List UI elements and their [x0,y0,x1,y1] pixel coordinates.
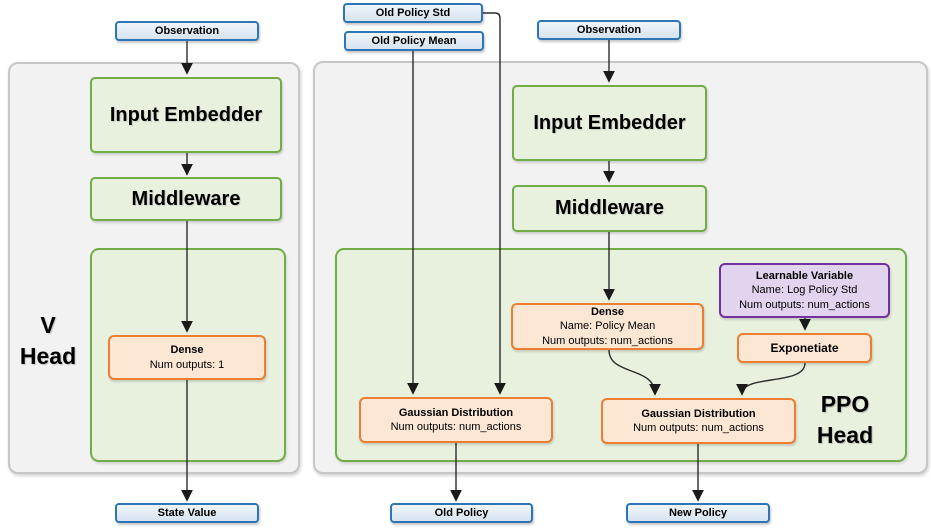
observation-input-ppo: Observation [537,20,681,40]
dense-policy-mean: Dense Name: Policy Mean Num outputs: num… [511,303,704,350]
gaussian-new-outputs: Num outputs: num_actions [633,422,764,434]
observation-label: Observation [154,25,220,37]
learnable-variable: Learnable Variable Name: Log Policy Std … [719,263,890,318]
state-value-output: State Value [115,503,259,523]
learnable-variable-outputs: Num outputs: num_actions [739,298,870,311]
old-policy-mean-input: Old Policy Mean [344,31,484,51]
gaussian-new-title: Gaussian Distribution [641,407,756,420]
old-policy-mean-label: Old Policy Mean [371,35,457,47]
middleware-label: Middleware [555,197,664,219]
new-policy-output: New Policy [626,503,770,523]
old-policy-std-label: Old Policy Std [375,7,451,19]
middleware-label: Middleware [131,187,241,210]
input-embedder-ppo: Input Embedder [512,85,707,161]
v-head-label: V Head [19,312,77,369]
old-policy-std-input: Old Policy Std [343,3,483,23]
input-embedder-v: Input Embedder [90,77,282,153]
observation-input-v: Observation [115,21,259,41]
gaussian-old-title: Gaussian Distribution [398,406,514,419]
ppo-head-label: PPO Head [816,391,874,448]
gaussian-distribution-old: Gaussian Distribution Num outputs: num_a… [359,397,553,443]
input-embedder-label: Input Embedder [533,111,686,134]
new-policy-label: New Policy [668,507,728,519]
dense-policy-mean-title: Dense [590,305,625,318]
exponetiate: Exponetiate [737,333,872,363]
middleware-v: Middleware [90,177,282,221]
input-embedder-label: Input Embedder [109,103,263,126]
observation-label: Observation [576,24,642,36]
learnable-variable-title: Learnable Variable [755,269,854,282]
old-policy-output: Old Policy [390,503,533,523]
old-policy-label: Old Policy [434,507,489,519]
learnable-variable-name: Name: Log Policy Std [751,284,858,297]
gaussian-distribution-new: Gaussian Distribution Num outputs: num_a… [601,398,796,444]
dense-outputs: Num outputs: 1 [149,358,225,371]
gaussian-old-outputs: Num outputs: num_actions [390,421,522,433]
state-value-label: State Value [157,507,217,519]
dense-title: Dense [170,344,204,356]
dense-policy-mean-name: Name: Policy Mean [559,320,656,333]
exponetiate-label: Exponetiate [770,340,839,355]
dense-policy-mean-outputs: Num outputs: num_actions [542,334,673,347]
middleware-ppo: Middleware [512,185,707,232]
dense-v: Dense Num outputs: 1 [108,335,266,380]
